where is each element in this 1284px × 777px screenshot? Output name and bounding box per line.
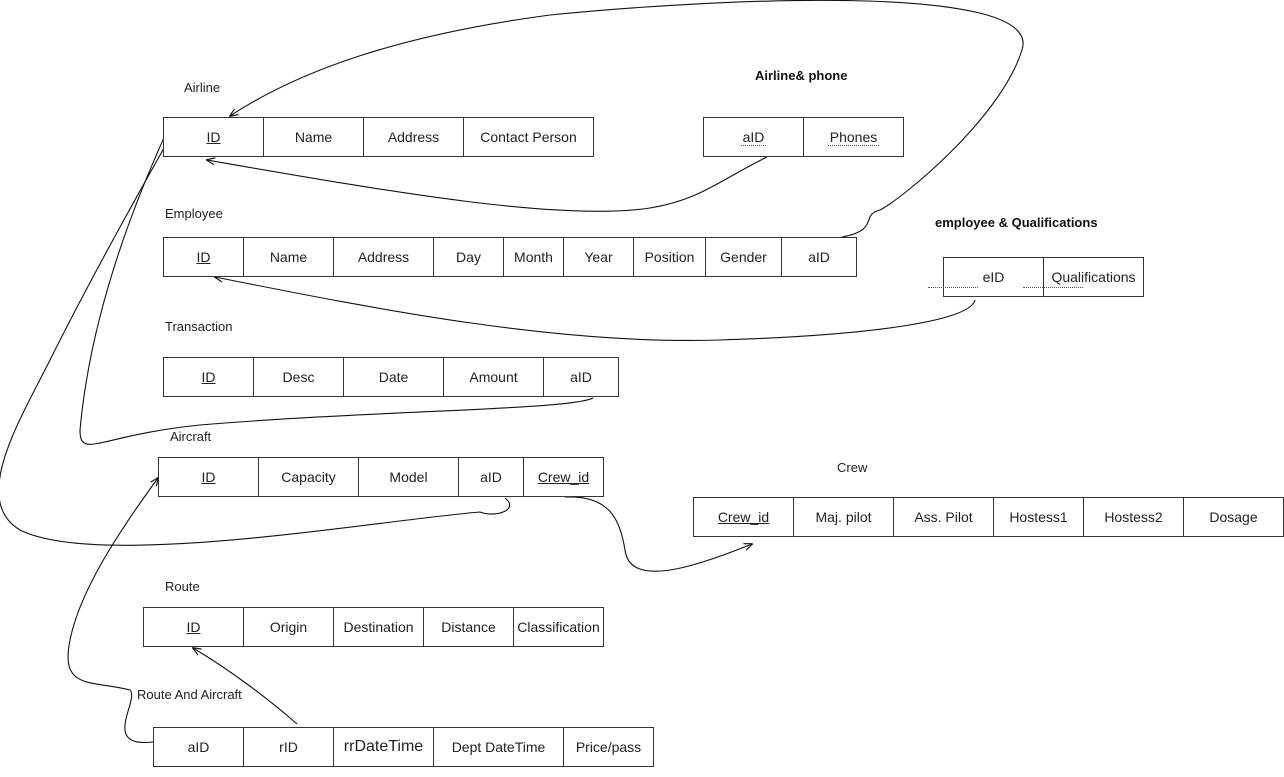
aircraft-id-cell[interactable]: ID [159,458,259,496]
employee-gender-cell[interactable]: Gender [706,238,782,276]
route-title: Route [165,579,200,594]
route-origin-cell[interactable]: Origin [244,608,334,646]
employee-day-cell[interactable]: Day [434,238,504,276]
airline-name-cell[interactable]: Name [264,118,364,156]
crew-title: Crew [837,460,868,475]
aircraft-table[interactable]: ID Capacity Model aID Crew_id [158,457,604,497]
employee-aid-cell[interactable]: aID [808,249,830,265]
route-and-aircraft-table[interactable]: aID rID rrDateTime Dept DateTime Price/p… [153,727,654,767]
employee-month-cell[interactable]: Month [504,238,564,276]
aircraft-capacity-cell[interactable]: Capacity [259,458,359,496]
employee-title: Employee [165,206,223,221]
route-and-aircraft-title: Route And Aircraft [137,687,242,702]
crew-maj-pilot-cell[interactable]: Maj. pilot [794,498,894,536]
link-airline-phone-to-airline [207,156,768,212]
airline-contact-person-cell[interactable]: Contact Person [480,129,577,145]
route-distance-cell[interactable]: Distance [424,608,514,646]
crew-table[interactable]: Crew_id Maj. pilot Ass. Pilot Hostess1 H… [693,497,1284,537]
employee-qualifications-qualifications-cell[interactable]: Qualifications [1051,269,1136,285]
link-qualifications-to-employee [215,277,976,341]
employee-address-cell[interactable]: Address [334,238,434,276]
employee-qualifications-table[interactable]: eID Qualifications [943,257,1144,297]
aircraft-crew-id-cell[interactable]: Crew_id [537,469,590,485]
route-aircraft-price-pass-cell[interactable]: Price/pass [575,739,642,755]
route-id-cell[interactable]: ID [144,608,244,646]
transaction-id-cell[interactable]: ID [164,358,254,396]
route-table[interactable]: ID Origin Destination Distance Classific… [143,607,604,647]
aircraft-title: Aircraft [170,429,212,444]
transaction-date-cell[interactable]: Date [344,358,444,396]
airline-phone-phones-cell[interactable]: Phones [827,128,880,146]
employee-year-cell[interactable]: Year [564,238,634,276]
route-aircraft-rid-cell[interactable]: rID [244,728,334,766]
airline-title: Airline [184,80,221,95]
employee-qualifications-eid-cell[interactable]: eID [944,258,1044,296]
aircraft-model-cell[interactable]: Model [359,458,459,496]
route-aircraft-aid-cell[interactable]: aID [154,728,244,766]
airline-phone-aid-cell[interactable]: aID [704,118,804,156]
crew-crew-id-cell[interactable]: Crew_id [694,498,794,536]
airline-id-cell[interactable]: ID [164,118,264,156]
transaction-amount-cell[interactable]: Amount [444,358,544,396]
employee-position-cell[interactable]: Position [634,238,706,276]
aircraft-aid-cell[interactable]: aID [459,458,524,496]
transaction-title: Transaction [165,319,233,334]
route-classification-cell[interactable]: Classification [517,619,600,635]
airline-phone-title: Airline& phone [755,68,848,83]
route-aircraft-dept-datetime-cell[interactable]: Dept DateTime [434,728,564,766]
route-aircraft-rrdatetime-cell[interactable]: rrDateTime [334,728,434,766]
crew-dosage-cell[interactable]: Dosage [1209,509,1258,525]
employee-name-cell[interactable]: Name [244,238,334,276]
airline-address-cell[interactable]: Address [364,118,464,156]
route-destination-cell[interactable]: Destination [334,608,424,646]
eid-dotted-underline [928,287,978,288]
crew-ass-pilot-cell[interactable]: Ass. Pilot [894,498,994,536]
link-route-aircraft-rid-to-route [193,648,298,725]
employee-id-cell[interactable]: ID [164,238,244,276]
transaction-desc-cell[interactable]: Desc [254,358,344,396]
transaction-aid-cell[interactable]: aID [570,369,592,385]
crew-hostess1-cell[interactable]: Hostess1 [994,498,1084,536]
employee-qualifications-title: employee & Qualifications [935,215,1098,230]
transaction-table[interactable]: ID Desc Date Amount aID [163,357,619,397]
airline-phone-table[interactable]: aID Phones [703,117,904,157]
employee-table[interactable]: ID Name Address Day Month Year Position … [163,237,857,277]
qualifications-dotted-underline [1023,287,1083,288]
airline-table[interactable]: ID Name Address Contact Person [163,117,594,157]
crew-hostess2-cell[interactable]: Hostess2 [1084,498,1184,536]
